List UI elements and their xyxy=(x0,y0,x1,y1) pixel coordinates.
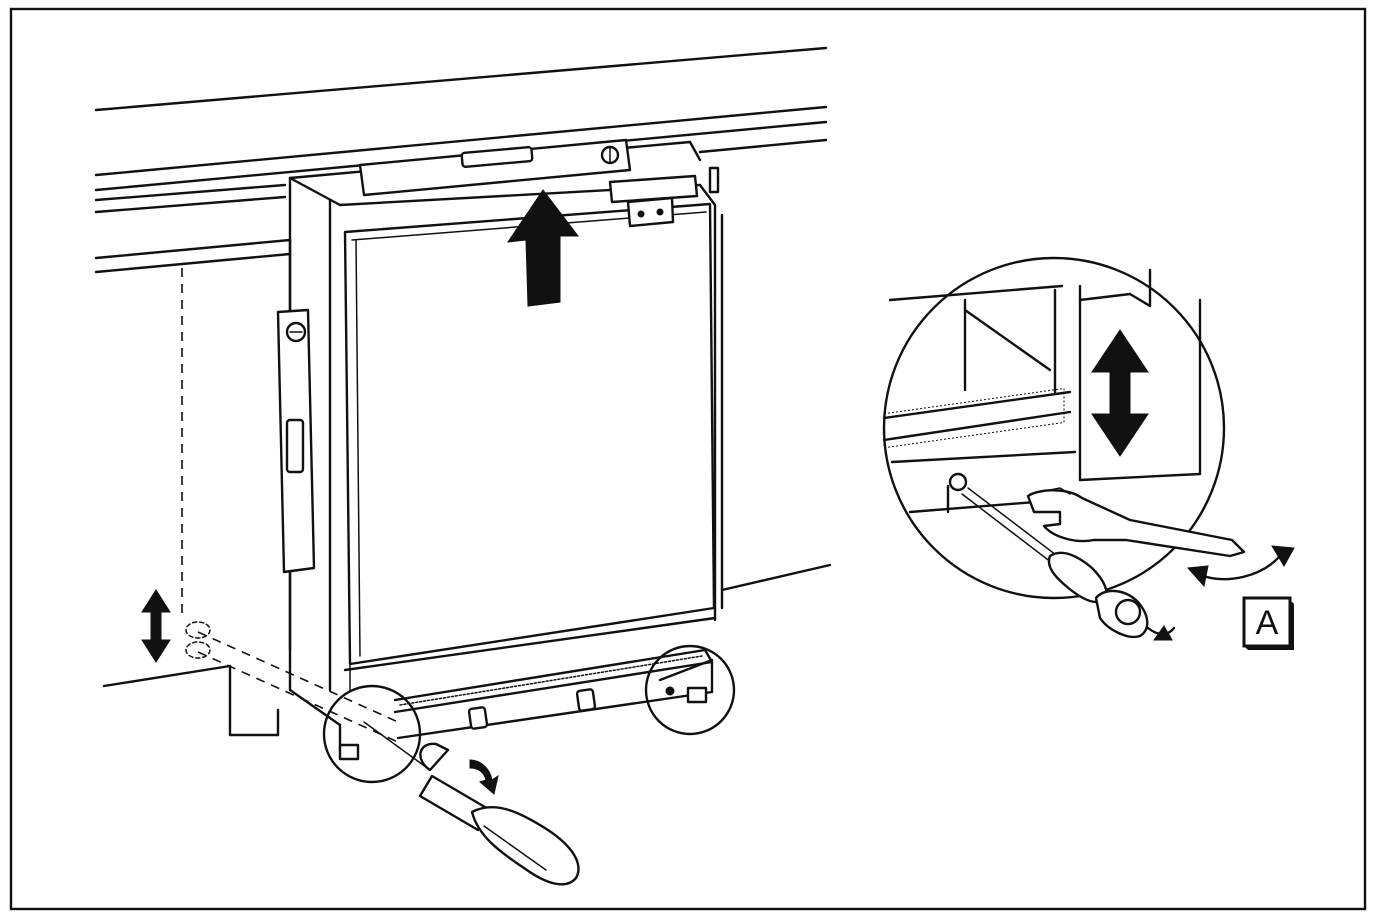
adjustment-foot-callout xyxy=(322,684,422,784)
adjustment-foot-callout xyxy=(644,644,736,736)
right-wall xyxy=(720,213,832,610)
mounting-bracket xyxy=(608,166,720,228)
spirit-level-icon xyxy=(276,308,316,574)
diagram-frame xyxy=(9,7,1367,911)
screwdriver-icon xyxy=(363,721,580,886)
plinth xyxy=(338,616,717,761)
arrow-up-icon xyxy=(506,189,580,307)
callout-label: A xyxy=(1242,596,1294,650)
arrow-up-down-icon xyxy=(141,589,171,663)
rotate-icon xyxy=(1146,625,1176,641)
rotate-icon xyxy=(1186,545,1295,588)
callout-label-text: A xyxy=(1256,604,1279,642)
detail-view-a xyxy=(882,256,1246,639)
spirit-level-icon xyxy=(358,138,632,197)
fridge-carcass xyxy=(288,140,717,727)
